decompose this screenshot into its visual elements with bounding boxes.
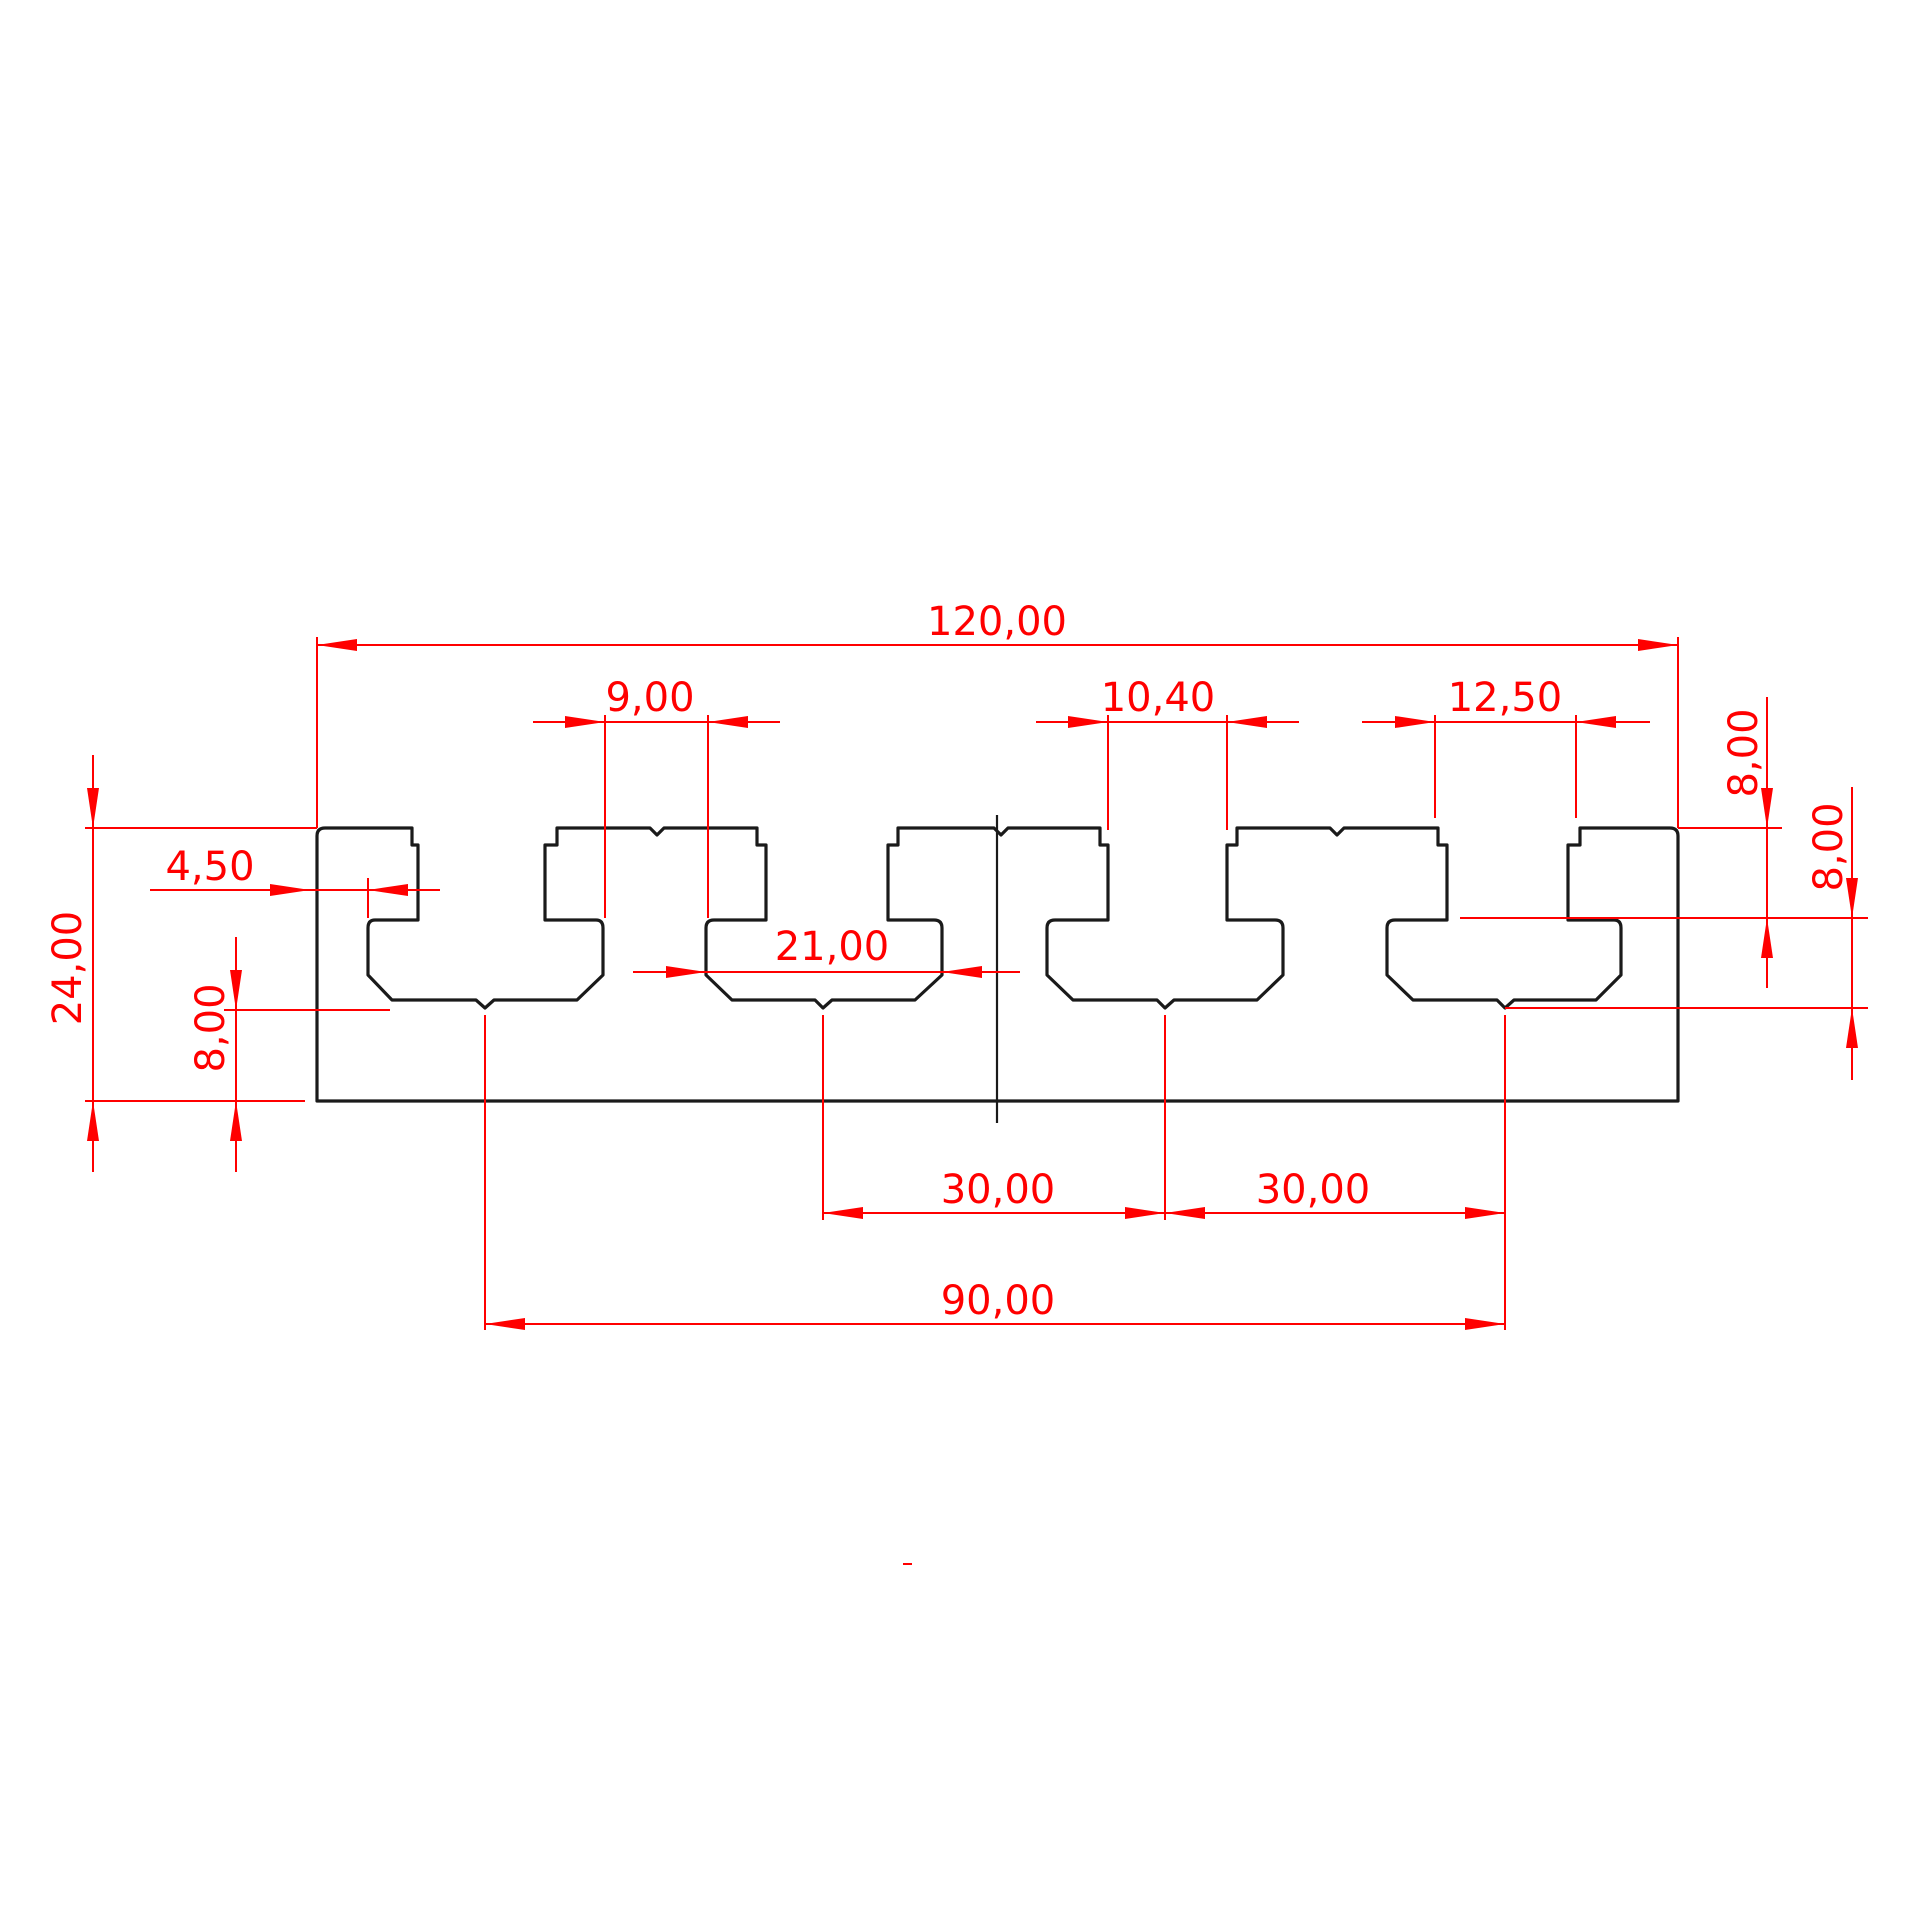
pitch-a-arrow-left: [823, 1207, 863, 1219]
slot-opening-1-arrow-left: [565, 716, 605, 728]
dimension-lines: [85, 637, 1868, 1565]
label-pitch-a: 30,00: [941, 1167, 1056, 1213]
slot-width-arrow-right: [942, 966, 982, 978]
slot-opening-3-arrow-right: [1576, 716, 1616, 728]
bottom-wall-arrow-top: [230, 970, 242, 1010]
label-slot-opening-1: 9,00: [605, 675, 694, 721]
overall-width-arrow-left: [317, 639, 357, 651]
label-right-lower: 8,00: [1806, 802, 1852, 891]
profile-outer-contour: [315, 826, 1680, 1103]
label-right-upper: 8,00: [1721, 708, 1767, 797]
pitch-b-arrow-right: [1465, 1207, 1505, 1219]
right-lower-arrow-top: [1846, 878, 1858, 918]
outer-pitch-arrow-left: [485, 1318, 525, 1330]
bottom-wall-arrow-bottom: [230, 1101, 242, 1141]
label-pitch-b: 30,00: [1256, 1167, 1371, 1213]
right-upper-arrow-top: [1761, 788, 1773, 828]
outer-pitch-arrow-right: [1465, 1318, 1505, 1330]
label-slot-opening-2: 10,40: [1101, 675, 1216, 721]
right-upper-arrow-bottom: [1761, 918, 1773, 958]
label-slot-width: 21,00: [775, 924, 890, 970]
overall-height-arrow-top: [87, 788, 99, 828]
slot-width-arrow-left: [666, 966, 706, 978]
slot-opening-2-arrow-right: [1227, 716, 1267, 728]
label-overall-height: 24,00: [45, 911, 91, 1026]
label-outer-pitch: 90,00: [941, 1278, 1056, 1324]
slot-opening-1-arrow-right: [708, 716, 748, 728]
slot-opening-2-arrow-left: [1068, 716, 1108, 728]
aluminium-profile: [315, 815, 1680, 1123]
dimension-labels: 120,00 9,00 10,40 12,50 4,50 21,00 30,00…: [45, 599, 1852, 1324]
overall-height-arrow-bottom: [87, 1101, 99, 1141]
lip-width-arrow-right: [368, 884, 408, 896]
slot-opening-3-arrow-left: [1395, 716, 1435, 728]
pitch-b-arrow-left: [1165, 1207, 1205, 1219]
pitch-a-arrow-right: [1125, 1207, 1165, 1219]
label-bottom-wall: 8,00: [188, 983, 234, 1072]
label-slot-opening-3: 12,50: [1448, 675, 1563, 721]
label-lip-width: 4,50: [165, 844, 254, 890]
lip-width-arrow-left: [270, 884, 310, 896]
label-overall-width: 120,00: [927, 599, 1067, 645]
overall-width-arrow-right: [1638, 639, 1678, 651]
right-lower-arrow-bottom: [1846, 1008, 1858, 1048]
